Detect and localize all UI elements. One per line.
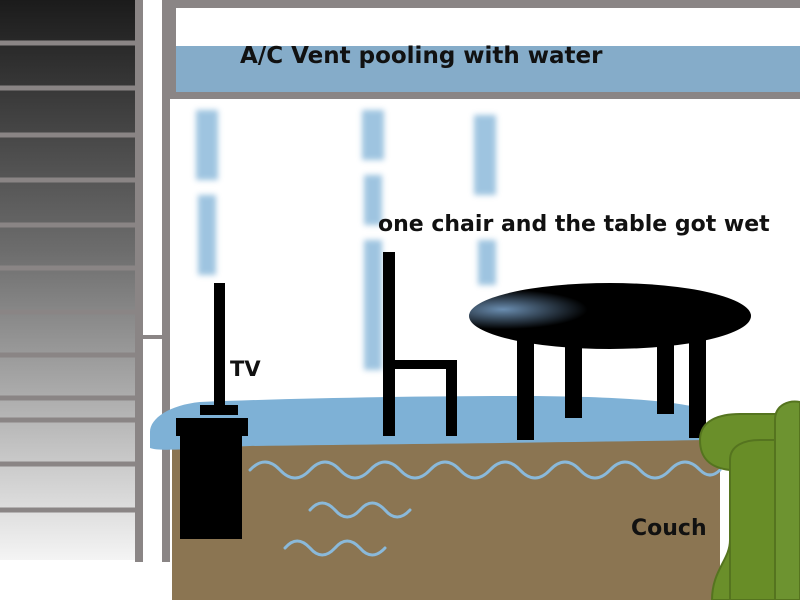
chair-front-leg (446, 360, 457, 436)
shelf-lines (0, 40, 141, 513)
left-wall-bottom (0, 560, 142, 600)
floor (172, 436, 720, 600)
vent-label: A/C Vent pooling with water (240, 43, 603, 69)
vent-water (176, 46, 800, 92)
tv-stand-top (176, 418, 248, 436)
wet-furniture-label: one chair and the table got wet (378, 212, 770, 237)
drip-streams (196, 110, 496, 370)
post-gap-lower (143, 340, 162, 562)
chair-seat (395, 360, 457, 369)
post-left (135, 0, 143, 562)
chair-back (383, 252, 395, 436)
table-leg-back-left (565, 340, 582, 418)
tv-stand-body (180, 436, 242, 539)
tv-pole (214, 283, 225, 413)
table-top (469, 283, 751, 349)
vent-inner-white (176, 8, 800, 46)
tv-label: TV (230, 357, 261, 381)
table-leg-front-right (689, 330, 706, 438)
post-gap (143, 0, 162, 335)
table-leg-front-left (517, 330, 534, 440)
table-leg-back-right (657, 340, 674, 414)
left-wall (0, 0, 142, 560)
couch-label: Couch (631, 516, 707, 541)
couch (698, 400, 800, 600)
post-right (162, 0, 170, 562)
tv-base-plate (200, 405, 238, 415)
floor-waves (248, 460, 722, 557)
